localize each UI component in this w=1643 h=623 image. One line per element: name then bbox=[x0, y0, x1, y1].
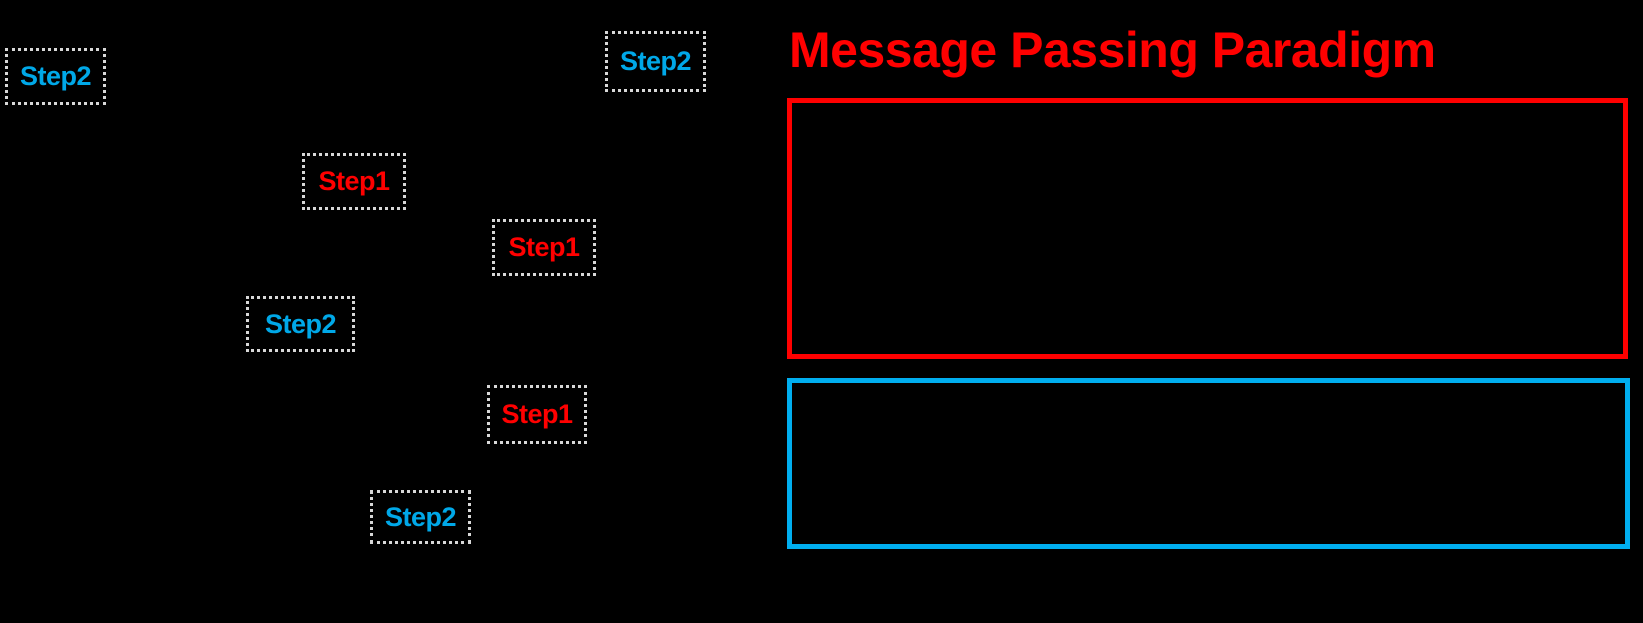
page-title: Message Passing Paradigm bbox=[789, 22, 1436, 78]
step-label-step2-1[interactable]: Step2 bbox=[5, 48, 106, 105]
step-label-step1-3[interactable]: Step1 bbox=[302, 153, 406, 210]
step-label-step2-2[interactable]: Step2 bbox=[605, 31, 706, 92]
red-panel[interactable] bbox=[787, 98, 1628, 359]
step-label-step1-6[interactable]: Step1 bbox=[487, 385, 587, 444]
cyan-panel[interactable] bbox=[787, 378, 1630, 549]
step-label-step2-7[interactable]: Step2 bbox=[370, 490, 471, 544]
step-label-step1-4[interactable]: Step1 bbox=[492, 219, 596, 276]
step-label-step2-5[interactable]: Step2 bbox=[246, 296, 355, 352]
